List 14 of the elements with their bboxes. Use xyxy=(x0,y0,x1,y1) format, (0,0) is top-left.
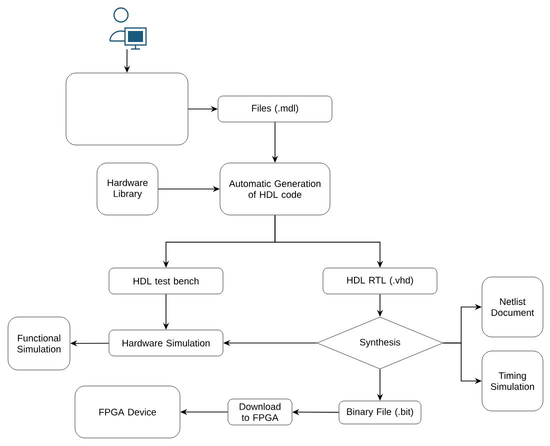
user-icon xyxy=(109,7,147,50)
process-box: Functional Simulation xyxy=(8,316,70,370)
process-box: Automatic Generation of HDL code xyxy=(220,162,330,216)
process-box: Files (.mdl) xyxy=(218,96,332,122)
process-box: Hardware Simulation xyxy=(108,330,224,356)
process-box: Binary File (.bit) xyxy=(338,400,422,424)
process-box: Hardware Library xyxy=(96,162,158,216)
process-box: HDL RTL (.vhd) xyxy=(322,268,438,294)
process-box xyxy=(66,72,188,146)
process-box: Netlist Document xyxy=(482,276,544,338)
process-box: Timing Simulation xyxy=(482,350,544,412)
process-box: Download to FPGA xyxy=(228,398,292,426)
process-box: FPGA Device xyxy=(74,386,180,438)
process-box: HDL test bench xyxy=(108,268,224,294)
